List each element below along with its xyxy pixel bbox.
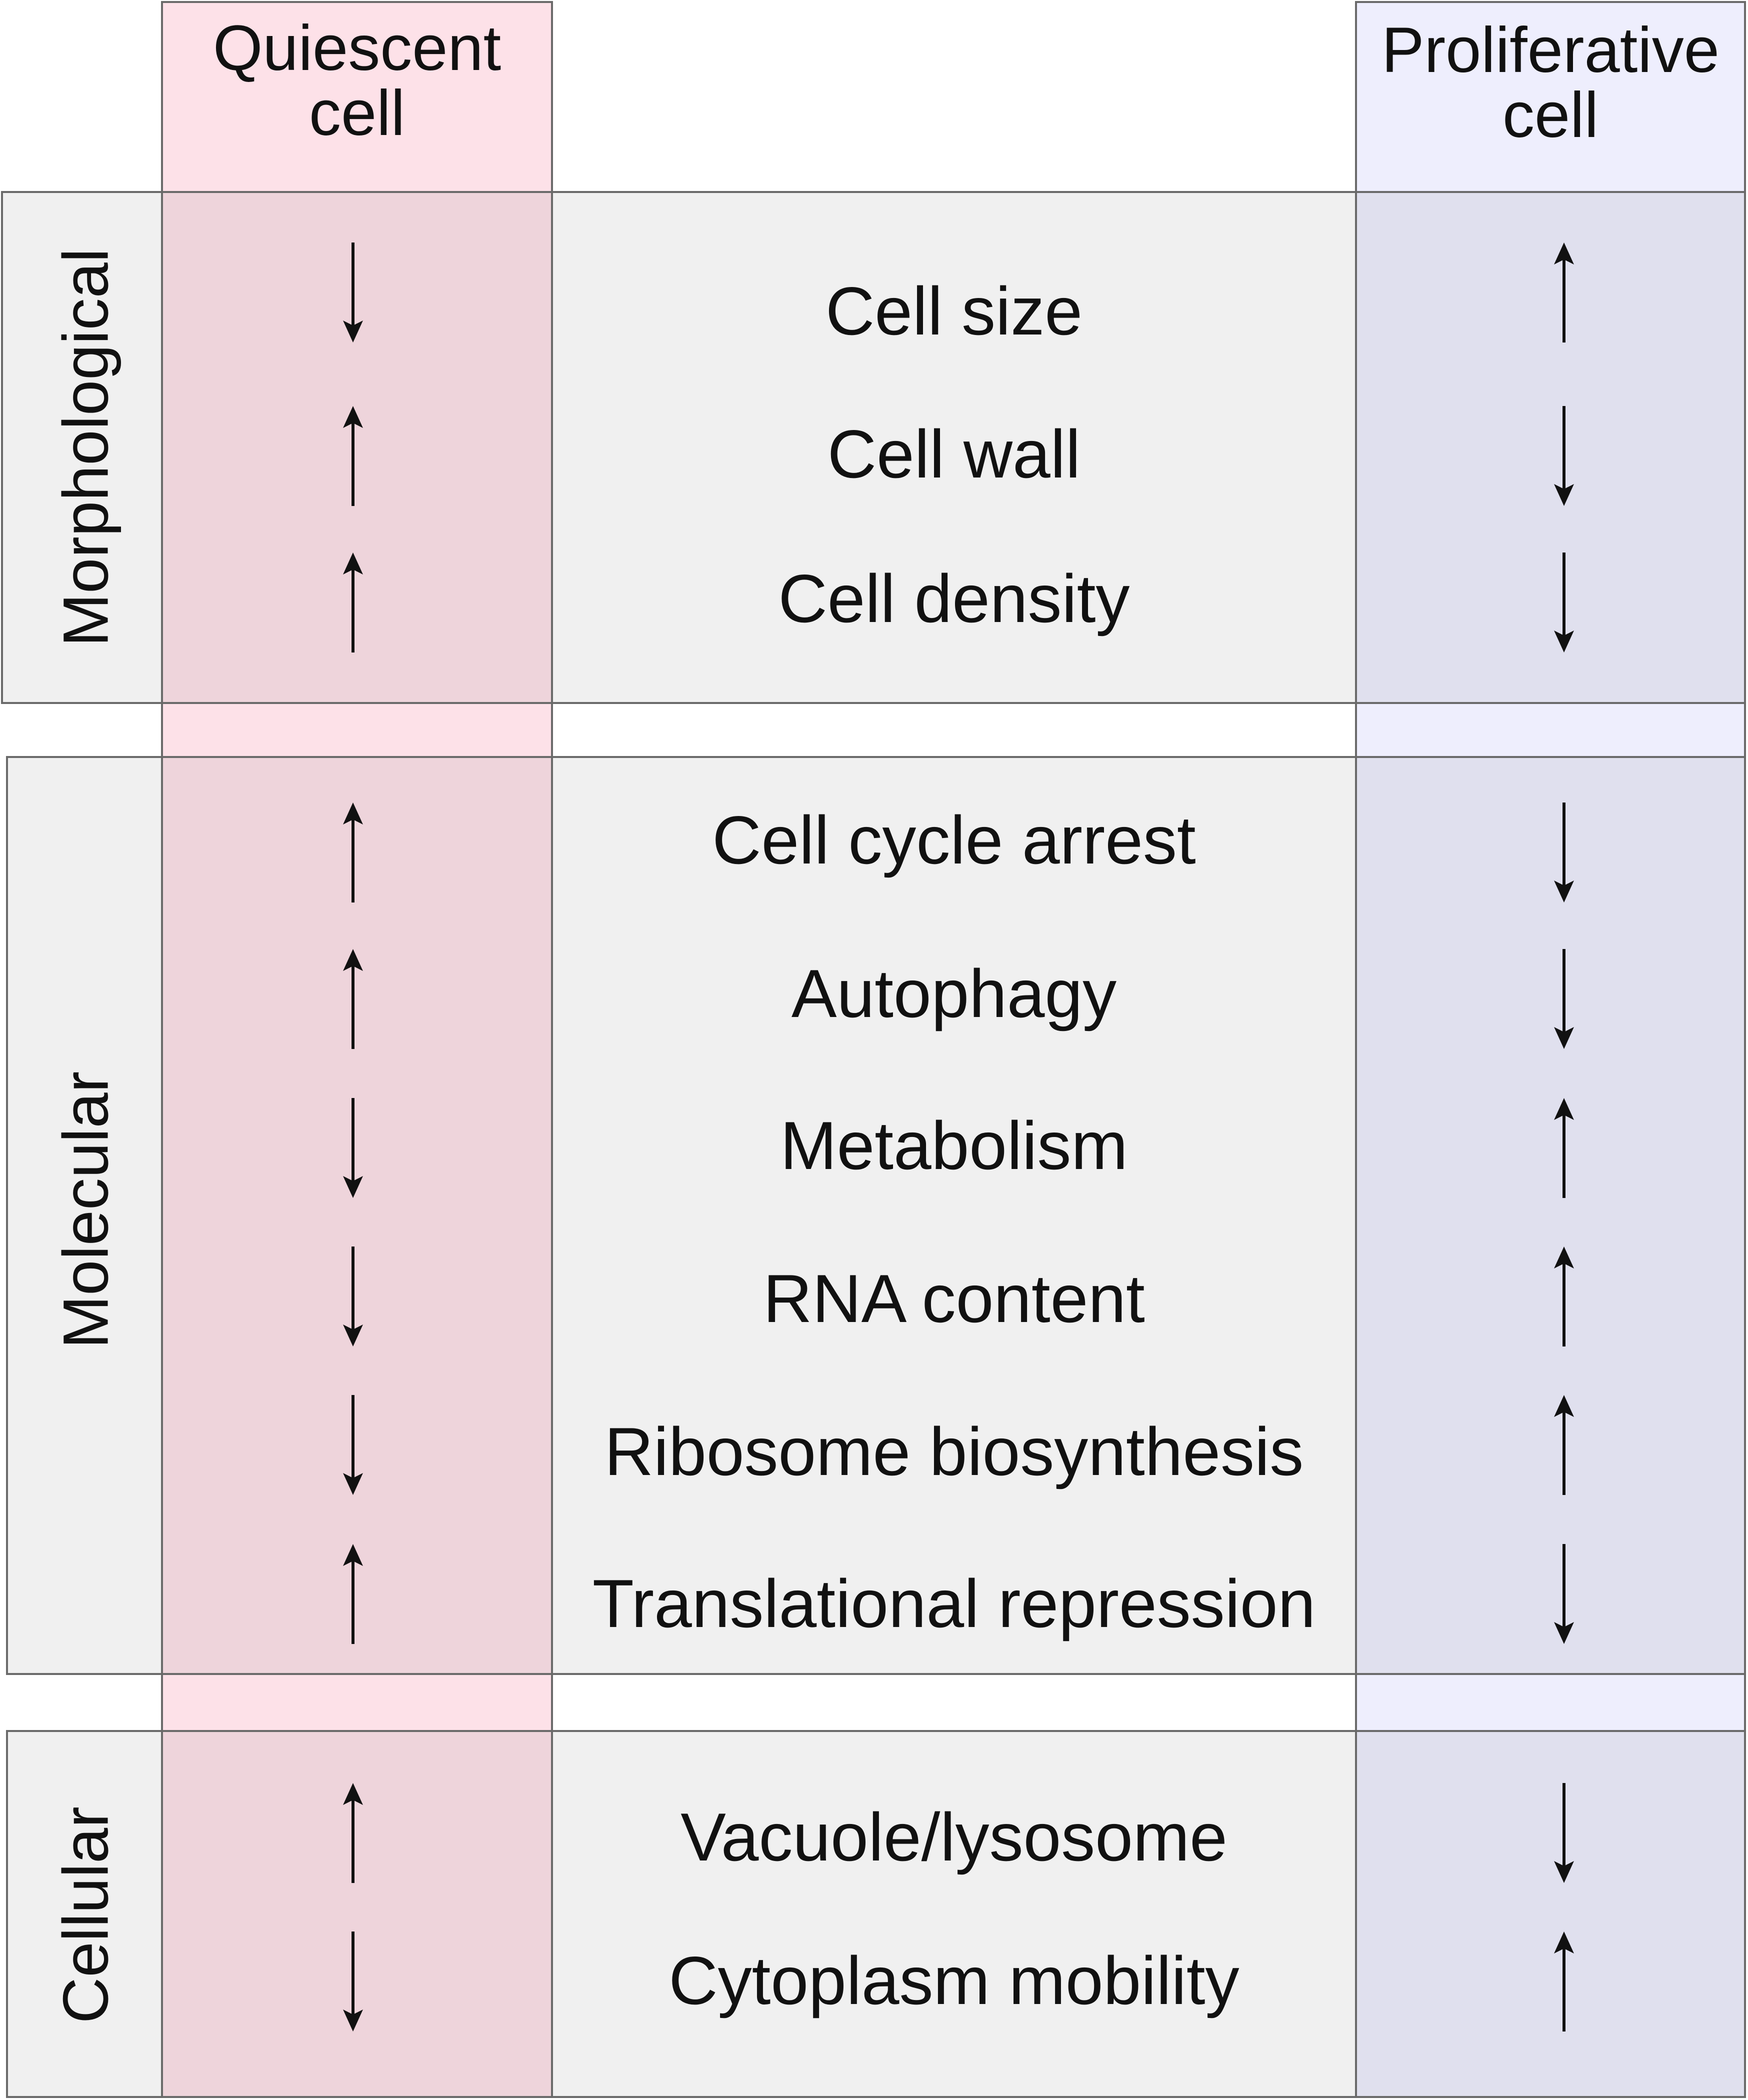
feature-cell-size: Cell size	[826, 273, 1082, 349]
up-arrow-icon	[343, 802, 363, 902]
proliferative-arrow-rna-content	[1549, 1246, 1579, 1346]
group-label-cellular: Cellular	[50, 1806, 122, 2024]
feature-autophagy: Autophagy	[791, 956, 1117, 1032]
down-arrow-icon	[1554, 1544, 1574, 1644]
down-arrow-icon	[1554, 1783, 1574, 1883]
proliferative-arrow-cell-size	[1549, 242, 1579, 342]
feature-cell-density: Cell density	[778, 560, 1130, 636]
up-arrow-icon	[1554, 242, 1574, 342]
quiescent-arrow-cell-wall	[338, 406, 368, 506]
quiescent-arrow-ribosome-biosynthesis	[338, 1395, 368, 1495]
quiescent-column-left-border	[161, 1, 163, 2098]
down-arrow-icon	[343, 1098, 363, 1198]
quiescent-arrow-vacuole-lysosome	[338, 1783, 368, 1883]
down-arrow-icon	[1554, 406, 1574, 506]
quiescent-arrow-translational-repression	[338, 1544, 368, 1644]
down-arrow-icon	[343, 1246, 363, 1346]
up-arrow-icon	[343, 1544, 363, 1644]
feature-rna-content: RNA content	[763, 1260, 1145, 1336]
up-arrow-icon	[1554, 1932, 1574, 2032]
down-arrow-icon	[1554, 552, 1574, 652]
group-label-morphological: Morphological	[50, 248, 122, 647]
down-arrow-icon	[343, 1395, 363, 1495]
morphological-group	[1, 191, 1746, 704]
down-arrow-icon	[343, 242, 363, 342]
molecular-group	[6, 756, 1746, 1675]
cellular-group	[6, 1730, 1746, 2098]
quiescent-column	[161, 1, 553, 2098]
feature-translational-repression: Translational repression	[592, 1566, 1316, 1642]
feature-cell-wall: Cell wall	[827, 416, 1081, 492]
up-arrow-icon	[343, 552, 363, 652]
quiescent-arrow-cell-cycle-arrest	[338, 802, 368, 902]
proliferative-arrow-cytoplasm-mobility	[1549, 1932, 1579, 2032]
quiescent-arrow-cell-density	[338, 552, 368, 652]
feature-cytoplasm-mobility: Cytoplasm mobility	[668, 1942, 1240, 2018]
feature-vacuole-lysosome: Vacuole/lysosome	[680, 1799, 1228, 1875]
feature-metabolism: Metabolism	[780, 1108, 1128, 1184]
proliferative-arrow-cell-cycle-arrest	[1549, 802, 1579, 902]
proliferative-arrow-metabolism	[1549, 1098, 1579, 1198]
proliferative-arrow-cell-wall	[1549, 406, 1579, 506]
feature-cell-cycle-arrest: Cell cycle arrest	[712, 802, 1196, 878]
up-arrow-icon	[1554, 1246, 1574, 1346]
quiescent-arrow-cell-size	[338, 242, 368, 342]
quiescent-arrow-metabolism	[338, 1098, 368, 1198]
proliferative-arrow-translational-repression	[1549, 1544, 1579, 1644]
proliferative-column-left-border	[1355, 1, 1357, 2098]
proliferative-arrow-autophagy	[1549, 949, 1579, 1049]
up-arrow-icon	[343, 949, 363, 1049]
proliferative-arrow-vacuole-lysosome	[1549, 1783, 1579, 1883]
proliferative-column	[1355, 1, 1746, 2098]
up-arrow-icon	[1554, 1098, 1574, 1198]
proliferative-arrow-cell-density	[1549, 552, 1579, 652]
up-arrow-icon	[343, 1783, 363, 1883]
quiescent-arrow-autophagy	[338, 949, 368, 1049]
down-arrow-icon	[1554, 802, 1574, 902]
quiescent-arrow-cytoplasm-mobility	[338, 1932, 368, 2032]
proliferative-arrow-ribosome-biosynthesis	[1549, 1395, 1579, 1495]
up-arrow-icon	[343, 406, 363, 506]
quiescent-column-right-border	[551, 1, 553, 2098]
group-label-molecular: Molecular	[50, 1071, 122, 1349]
down-arrow-icon	[343, 1932, 363, 2032]
feature-ribosome-biosynthesis: Ribosome biosynthesis	[604, 1414, 1304, 1490]
down-arrow-icon	[1554, 949, 1574, 1049]
quiescent-arrow-rna-content	[338, 1246, 368, 1346]
up-arrow-icon	[1554, 1395, 1574, 1495]
